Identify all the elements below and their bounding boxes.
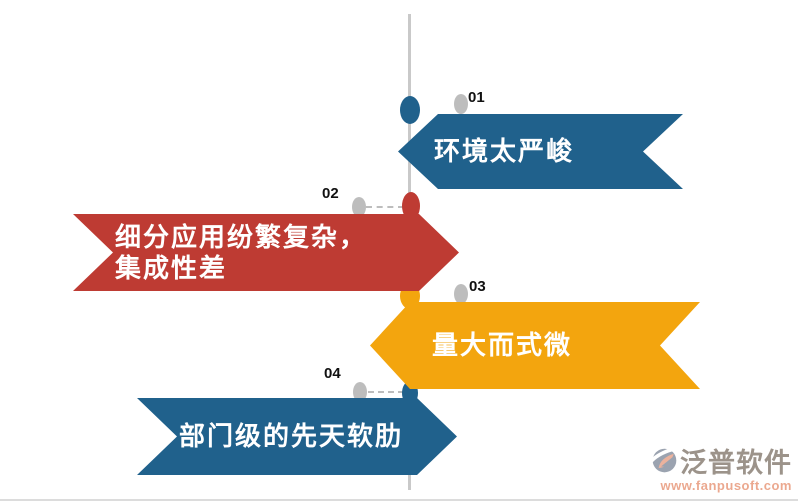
banner-arrow-03: 量大而式微 [370,302,700,389]
fanpu-url-text: www.fanpusoft.com [660,478,792,493]
dashed-connector-02 [366,206,404,208]
gray-pin-02 [352,197,366,217]
banner-arrow-02: 细分应用纷繁复杂， 集成性差 [73,214,459,291]
step-number-03: 03 [469,278,486,295]
banner-arrow-01: 环境太严峻 [398,114,683,189]
fanpu-logo-icon [651,447,678,474]
step-number-04: 04 [324,365,341,382]
gray-pin-04 [353,382,367,402]
gray-pin-03 [454,284,468,304]
fanpu-watermark: 泛普软件 www.fanpusoft.com [651,441,792,493]
banner-label-03: 量大而式微 [432,330,573,360]
banner-label-01: 环境太严峻 [434,136,575,166]
timeline-node-01 [400,96,420,124]
dashed-connector-04 [368,391,404,393]
timeline-node-02 [402,192,420,220]
step-number-01: 01 [468,89,485,106]
fanpu-brand-text: 泛普软件 [680,448,792,478]
banner-arrow-04: 部门级的先天软肋 [137,398,457,475]
step-number-02: 02 [322,185,339,202]
banner-label-02-line1: 细分应用纷繁复杂， [115,221,368,252]
banner-label-02-line2: 集成性差 [115,252,228,283]
gray-pin-01 [454,94,468,114]
banner-label-04: 部门级的先天软肋 [179,421,404,451]
